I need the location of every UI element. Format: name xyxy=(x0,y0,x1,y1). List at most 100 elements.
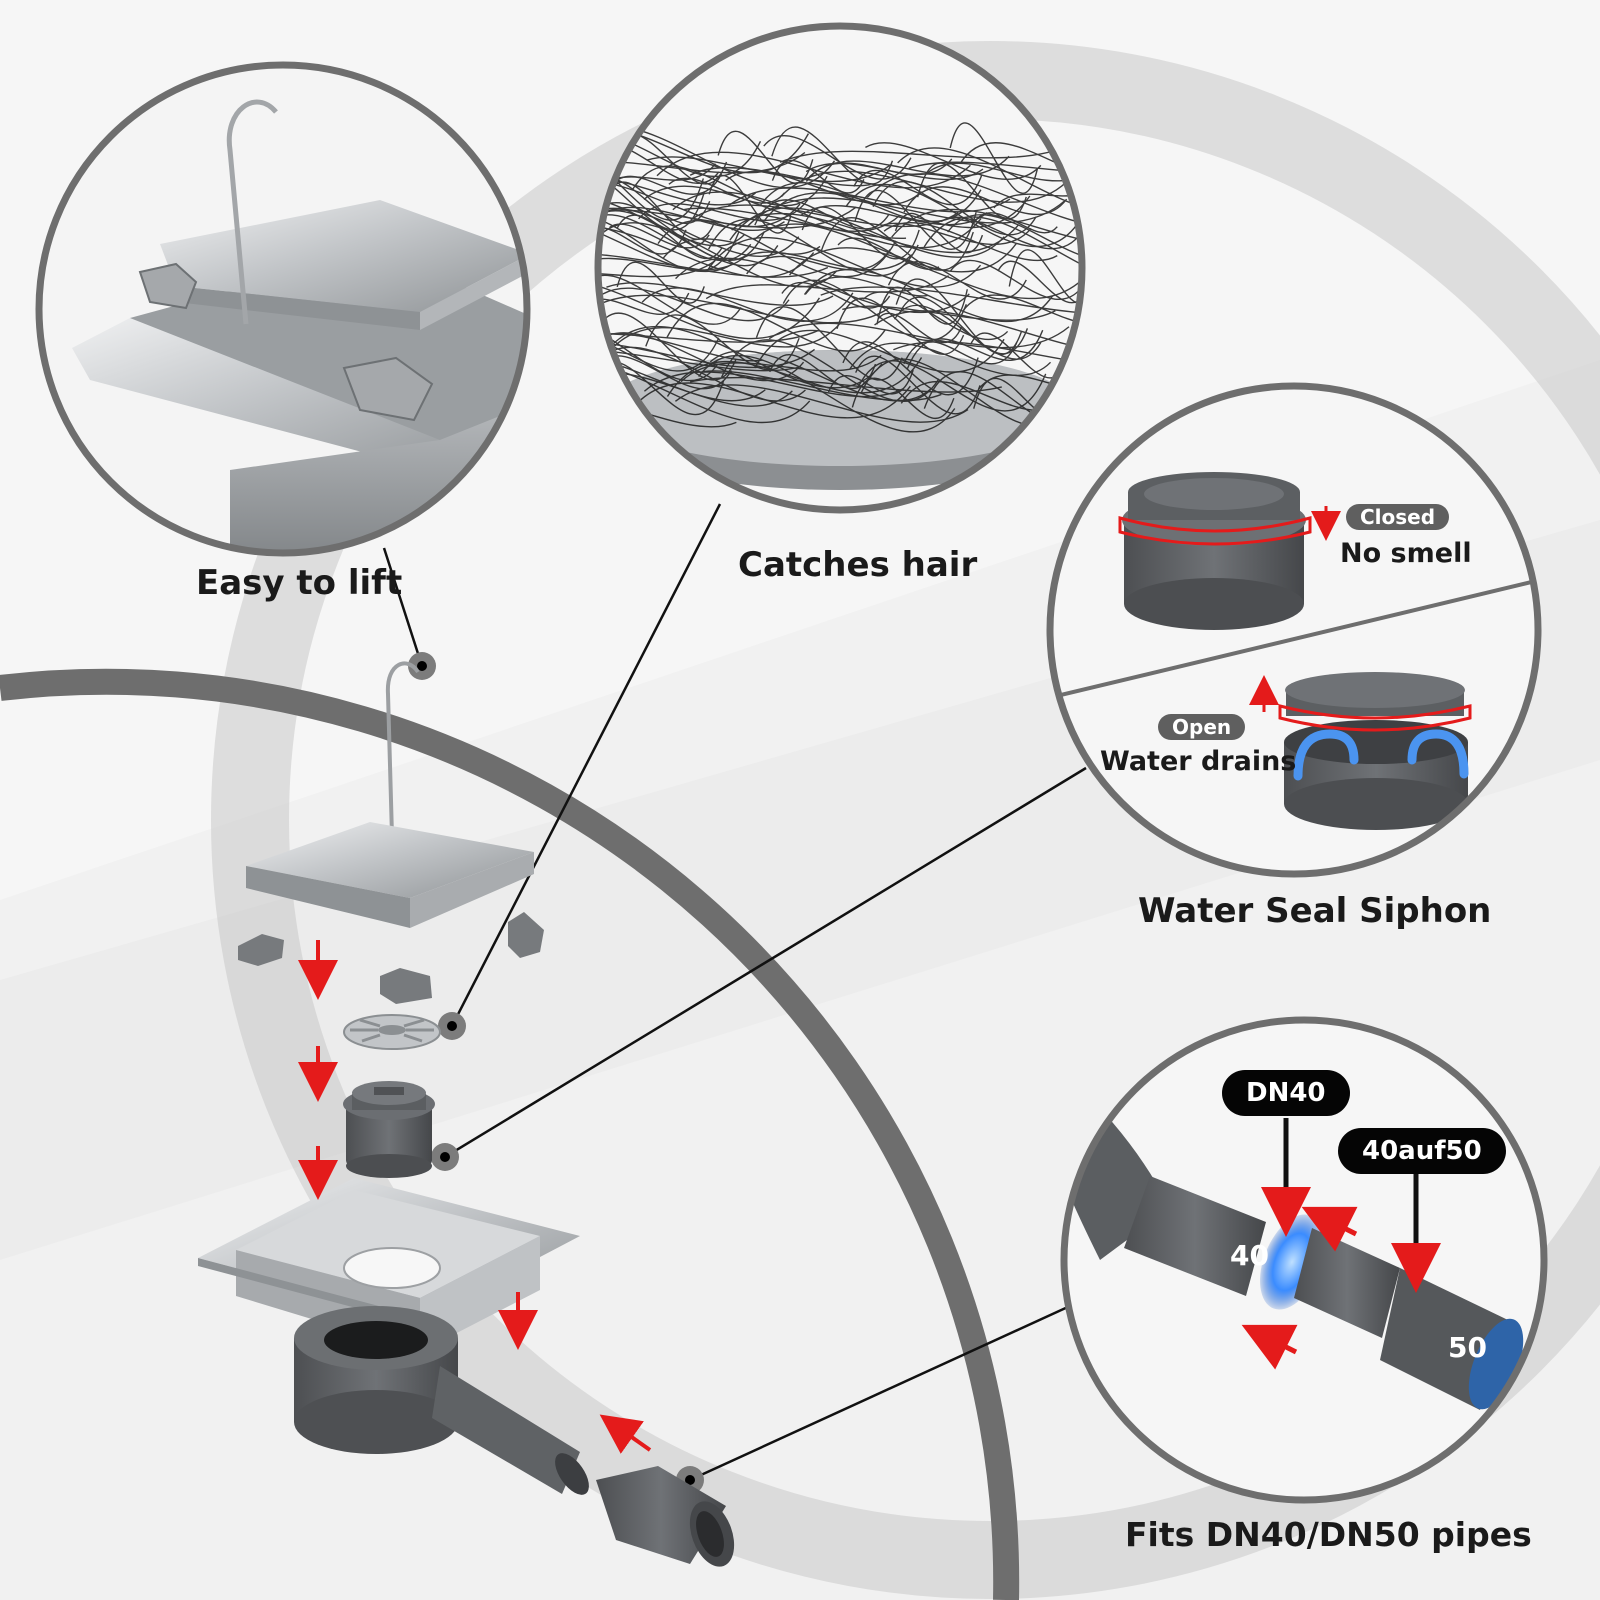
badge-open: Open xyxy=(1158,714,1246,740)
hair-strand xyxy=(771,126,894,185)
hair-strand xyxy=(731,212,1020,254)
tag-40auf50: 40auf50 xyxy=(1338,1128,1506,1174)
hair-strand xyxy=(707,236,982,288)
cover-clips xyxy=(238,912,544,1004)
hair-strand xyxy=(705,275,950,300)
hair-strand xyxy=(632,165,828,207)
hair-strand xyxy=(805,158,953,182)
hair-strand xyxy=(708,174,792,234)
hair-strand xyxy=(897,147,1082,213)
hair-strand xyxy=(876,286,968,325)
hair-strand xyxy=(598,226,815,278)
leader-dots xyxy=(408,652,704,1494)
label-no-smell: No smell xyxy=(1340,538,1472,569)
hair-strand xyxy=(598,179,801,228)
hair-strand xyxy=(747,197,1065,227)
hair-strand xyxy=(641,287,854,322)
detail-circle-hair xyxy=(594,22,1086,514)
hair-strand xyxy=(923,216,1082,283)
hair-strand xyxy=(645,314,800,371)
hair-strand xyxy=(855,355,981,415)
hair-strand xyxy=(728,187,1011,213)
detail-circle-siphon xyxy=(1046,382,1542,878)
hair-strand xyxy=(598,151,806,185)
square-tray xyxy=(198,1178,580,1352)
hair-strand xyxy=(598,214,752,262)
pipe-size-50: 50 xyxy=(1448,1331,1487,1364)
hair-strand xyxy=(598,359,811,424)
hair-strand xyxy=(782,279,968,342)
hair-strand xyxy=(893,304,1042,360)
hair-strand xyxy=(680,354,882,383)
hair-strand xyxy=(598,371,793,407)
hair-strand xyxy=(598,216,740,272)
hair-strand xyxy=(895,278,1023,355)
hair-strand xyxy=(598,292,690,317)
hair-strand xyxy=(906,329,1044,370)
hair-strand xyxy=(598,172,705,231)
hair-strand xyxy=(779,143,1074,163)
hair-strand xyxy=(851,377,955,420)
hair-strand xyxy=(908,155,1082,174)
hair-strand xyxy=(836,297,965,355)
hair-strand xyxy=(638,199,809,221)
hair-strand xyxy=(853,169,983,206)
hair-strand xyxy=(949,122,1039,194)
drain-body xyxy=(294,1306,589,1495)
hair-strand xyxy=(598,341,815,368)
hair-strand xyxy=(865,142,1042,180)
badge-closed: Closed xyxy=(1346,504,1450,530)
siphon-insert xyxy=(343,1081,435,1178)
hair-strand xyxy=(598,226,687,258)
hair-strand xyxy=(950,259,1082,301)
hair-strand xyxy=(672,191,982,249)
hair-strand xyxy=(877,312,963,344)
hair-strand xyxy=(874,310,1082,353)
hair-strand xyxy=(598,346,806,402)
leader-lines xyxy=(382,503,1087,1482)
hair-strand xyxy=(754,199,890,230)
hair-strand xyxy=(598,260,716,283)
hair-mass xyxy=(598,122,1082,433)
hair-strand xyxy=(866,173,1082,229)
hair-strand xyxy=(763,192,1031,229)
hair-strand xyxy=(598,216,734,273)
hair-strand xyxy=(800,205,988,226)
hair-strand xyxy=(643,371,904,398)
hair-strand xyxy=(616,261,705,304)
hair-strand xyxy=(1008,249,1082,305)
siphon-closed xyxy=(1118,472,1341,630)
hair-strand xyxy=(598,125,836,189)
hair-strand xyxy=(755,306,903,381)
lift-hook xyxy=(385,661,420,837)
hair-strand xyxy=(754,329,1005,373)
hair-strand xyxy=(763,135,912,180)
hair-strand xyxy=(903,340,1018,365)
hair-strand xyxy=(616,214,723,260)
hair-strand xyxy=(845,183,1082,248)
hair-strand xyxy=(916,162,1027,220)
hair-strand xyxy=(598,207,800,258)
hair-strand xyxy=(598,287,790,322)
hair-strand xyxy=(666,302,886,352)
hair-strainer xyxy=(343,1014,441,1050)
hair-strand xyxy=(820,286,1082,315)
hair-strand xyxy=(598,154,705,221)
hair-strand xyxy=(788,247,1082,299)
assembly-arrows xyxy=(298,940,652,1454)
hair-strand xyxy=(598,329,819,343)
exploded-assembly xyxy=(198,661,735,1567)
hair-strand xyxy=(598,278,821,340)
hair-strand xyxy=(780,170,1068,203)
water-flow-arrows xyxy=(1293,729,1469,781)
hair-strand xyxy=(598,294,891,324)
hair-strand xyxy=(940,216,1082,250)
hair-strand xyxy=(598,127,810,174)
hair-strand xyxy=(656,151,971,189)
caption-fits-pipes: Fits DN40/DN50 pipes xyxy=(1125,1515,1532,1554)
hair-strand xyxy=(598,357,766,402)
hair-strand xyxy=(993,176,1082,209)
hair-strand xyxy=(599,333,764,362)
caption-easy-to-lift: Easy to lift xyxy=(196,563,403,603)
